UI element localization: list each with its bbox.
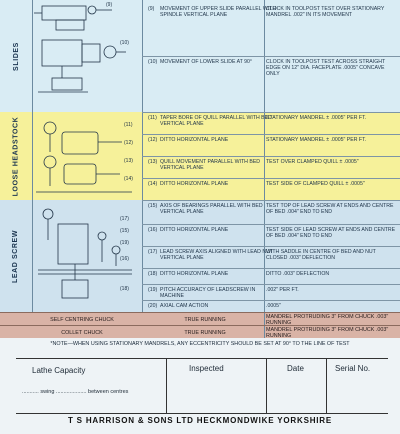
row-test: .002" per ft.	[266, 287, 299, 293]
row-description: Axial Cam Action	[160, 303, 209, 309]
row-description: Quill Movement Parallel with Bed Vertica…	[160, 159, 261, 171]
svg-text:(16): (16)	[120, 256, 129, 262]
test-row-18: (18) Ditto Horizontal Plane Ditto .003" …	[142, 268, 400, 283]
row-test: Ditto .003" Deflection	[266, 271, 330, 277]
svg-text:(10): (10)	[120, 40, 129, 46]
swing-centres-line: ........... swing .................... b…	[22, 389, 129, 395]
chuck-description: True Running	[184, 317, 226, 323]
row-test: Test Top of Lead Screw at Ends and Centr…	[266, 203, 394, 215]
row-number: (20)	[148, 303, 158, 309]
inspected-cell[interactable]: Inspected	[166, 359, 267, 413]
test-row-19: (19) Pitch Accuracy of Leadscrew in Mach…	[142, 284, 400, 301]
leadscrew-band	[0, 200, 400, 312]
inspected-label: Inspected	[189, 364, 224, 373]
serial-cell[interactable]: Serial No.	[326, 359, 389, 413]
headstock-illustration: (11) (12) (13) (14)	[36, 121, 133, 193]
test-row-17: (17) Lead Screw Axis Aligned with Lead N…	[142, 246, 400, 269]
row-description: Lead Screw Axis Aligned with Lead Nut Ve…	[160, 249, 273, 261]
row-test: Test Side of Lead Screw at Ends and Cent…	[266, 227, 396, 239]
row-number: (19)	[148, 287, 158, 293]
test-row-11: (11) Taper Bore of Quill Parallel with B…	[142, 112, 400, 135]
svg-text:(9): (9)	[106, 2, 112, 8]
row-number: (15)	[148, 203, 158, 209]
serial-label: Serial No.	[335, 364, 371, 373]
leadscrew-illustration: (17) (15) (19) (16) (18)	[38, 208, 132, 299]
date-cell[interactable]: Date	[266, 359, 327, 413]
divider-left	[32, 0, 33, 312]
section-label-leadscrew: LEAD SCREW	[12, 229, 20, 283]
test-row-9: (9) Movement of Upper Slide Parallel wit…	[142, 4, 400, 54]
row-number: (9)	[148, 6, 155, 12]
section-label-slides: SLIDES	[12, 41, 20, 71]
slides-illustration: (9) (10)	[34, 2, 129, 93]
inspection-record-form: Lathe Capacity ........... swing .......…	[16, 358, 388, 414]
row-description: Ditto Horizontal Plane	[160, 137, 229, 143]
row-number: (14)	[148, 181, 158, 187]
row-number: (10)	[148, 59, 158, 65]
date-label: Date	[287, 364, 304, 373]
lathe-capacity-label: Lathe Capacity	[32, 366, 86, 375]
row-test: Clock in Toolpost Test over Stationary M…	[266, 6, 385, 18]
row-number: (11)	[148, 115, 157, 121]
chuck-label: Collet Chuck	[61, 330, 103, 336]
row-test: Test Side of Clamped Quill ± .0005"	[266, 181, 365, 187]
test-row-15: (15) Axis of Bearings Parallel with Bed …	[142, 200, 400, 225]
chuck-row-self-centring: Self Centring Chuck True Running Mandrel…	[0, 312, 400, 326]
svg-text:(15): (15)	[120, 228, 129, 234]
row-number: (16)	[148, 227, 158, 233]
row-description: Ditto Horizontal Plane	[160, 181, 229, 187]
row-description: Ditto Horizontal Plane	[160, 227, 229, 233]
test-row-12: (12) Ditto Horizontal Plane Stationary M…	[142, 134, 400, 157]
row-test: Stationary Mandrel ± .0005" per ft.	[266, 137, 367, 143]
svg-text:(14): (14)	[124, 176, 133, 182]
row-number: (12)	[148, 137, 158, 143]
row-test: With Saddle in Centre of Bed and Nut Clo…	[266, 249, 376, 261]
section-label-headstock: LOOSE HEADSTOCK	[12, 116, 20, 196]
row-number: (18)	[148, 271, 158, 277]
row-test: .0005"	[266, 303, 281, 309]
chuck-test: Mandrel Protruding 3" from Chuck .003" R…	[266, 314, 389, 326]
company-name: T S HARRISON & SONS LTD HECKMONDWIKE YOR…	[67, 416, 333, 425]
test-row-20: (20) Axial Cam Action .0005"	[142, 300, 400, 313]
row-description: Axis of Bearings Parallel with Bed Verti…	[160, 203, 263, 215]
row-description: Movement of Lower Slide at 90°	[160, 59, 253, 65]
divider-test	[264, 0, 265, 338]
row-description: Taper Bore of Quill Parallel with Bed Ve…	[160, 115, 272, 127]
svg-text:(13): (13)	[124, 158, 133, 164]
svg-text:(19): (19)	[120, 240, 129, 246]
chuck-description: True Running	[184, 330, 226, 336]
svg-text:(11): (11)	[124, 122, 133, 128]
svg-text:(12): (12)	[124, 140, 133, 146]
svg-text:(18): (18)	[120, 286, 129, 292]
chuck-row-collet: Collet Chuck True Running Mandrel Protru…	[0, 325, 400, 339]
row-test: Stationary Mandrel ± .0005" per ft.	[266, 115, 367, 121]
test-row-13: (13) Quill Movement Parallel with Bed Ve…	[142, 156, 400, 179]
test-row-16: (16) Ditto Horizontal Plane Test Side of…	[142, 224, 400, 247]
row-number: (17)	[148, 249, 158, 255]
mandrel-note: *Note—When using Stationary Mandrels, an…	[50, 341, 350, 347]
test-row-14: (14) Ditto Horizontal Plane Test Side of…	[142, 178, 400, 201]
row-test: Test over Clamped Quill ± .0005"	[266, 159, 359, 165]
row-number: (13)	[148, 159, 158, 165]
row-test: Clock in Toolpost Test Across Straight E…	[266, 59, 386, 77]
row-description: Pitch Accuracy of Leadscrew in Machine	[160, 287, 256, 299]
row-description: Movement of Upper Slide Parallel with Sp…	[160, 6, 277, 18]
row-description: Ditto Horizontal Plane	[160, 271, 229, 277]
test-row-10: (10) Movement of Lower Slide at 90° Cloc…	[142, 56, 400, 113]
chuck-test: Mandrel Protruding 3" from Chuck .003" R…	[266, 327, 389, 339]
svg-text:(17): (17)	[120, 216, 129, 222]
chuck-label: Self Centring Chuck	[50, 317, 114, 323]
